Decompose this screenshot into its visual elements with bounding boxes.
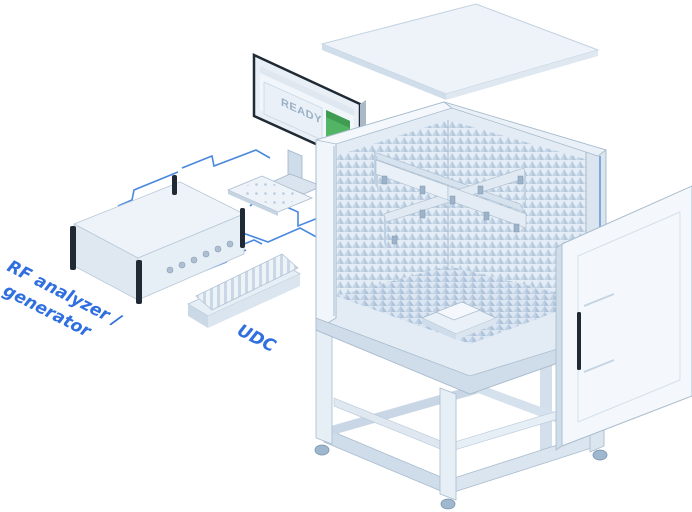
antenna-array xyxy=(373,151,527,250)
udc-heatsink xyxy=(187,253,301,328)
keyboard xyxy=(226,175,314,216)
door-handle xyxy=(577,312,581,370)
dut-pedestal xyxy=(420,301,498,340)
chamber-door xyxy=(555,185,692,451)
label-udc: UDC xyxy=(234,321,280,357)
rf-ports xyxy=(166,240,234,274)
rf-analyzer-device xyxy=(70,175,245,304)
chamber-lid xyxy=(320,3,600,100)
